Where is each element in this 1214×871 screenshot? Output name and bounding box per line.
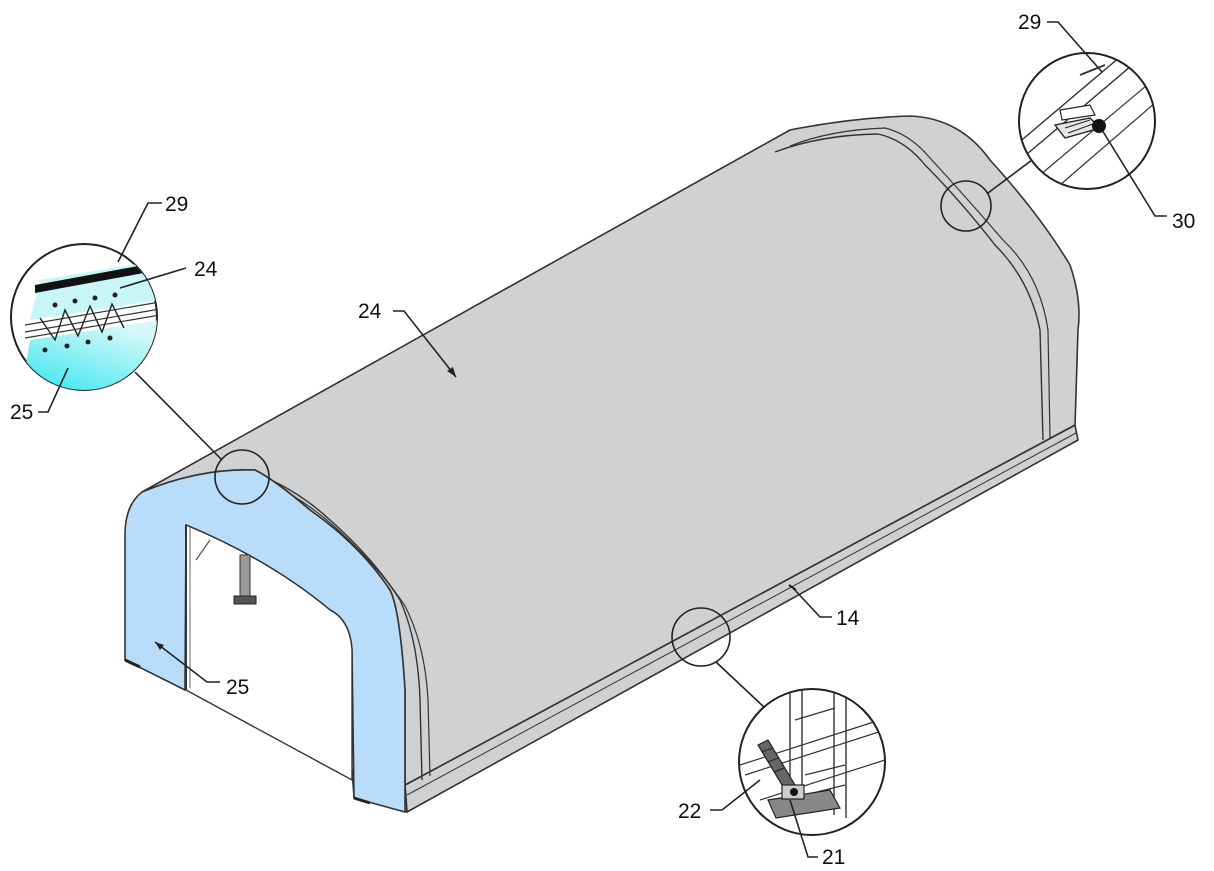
callout-21-bottom-detail: 21 bbox=[822, 846, 845, 869]
end-panel-foot-left bbox=[124, 658, 141, 669]
ratchet-detail-icon bbox=[738, 688, 886, 836]
callout-14-base-rail: 14 bbox=[836, 607, 860, 630]
end-panel-foot-right bbox=[353, 796, 371, 805]
end-panel-25-arrowhead bbox=[155, 642, 164, 650]
roof-24-arrowhead bbox=[447, 367, 456, 377]
callout-25-end-panel: 25 bbox=[226, 676, 249, 699]
callout-25-left-detail: 25 bbox=[10, 401, 33, 424]
marker-circle-top-right bbox=[940, 180, 992, 232]
leader-lines bbox=[38, 21, 1167, 858]
callout-30-top-right: 30 bbox=[1172, 210, 1195, 233]
callout-24-left-detail: 24 bbox=[194, 258, 218, 281]
callout-29-left-detail: 29 bbox=[165, 193, 188, 216]
base-rail-line bbox=[406, 432, 1077, 796]
tensioner-detail-icon bbox=[1018, 52, 1156, 190]
callout-29-top-right: 29 bbox=[1018, 11, 1041, 34]
shelter-body bbox=[124, 115, 1080, 813]
interior-post bbox=[239, 554, 251, 598]
callout-24-roof: 24 bbox=[358, 300, 382, 323]
canopy-far-edge bbox=[774, 133, 1044, 441]
interior-base-plate bbox=[233, 595, 257, 605]
connector-bottom bbox=[715, 661, 766, 709]
callout-22-bottom-detail: 22 bbox=[678, 800, 701, 823]
marker-circle-bottom bbox=[671, 607, 731, 667]
door-opening bbox=[185, 523, 353, 782]
lacing-detail-icon bbox=[10, 243, 158, 391]
connector-left bbox=[134, 371, 223, 461]
canopy-far-edge-inner bbox=[789, 127, 1051, 439]
connector-top-right bbox=[987, 159, 1033, 194]
door-strap bbox=[195, 539, 211, 561]
marker-circle-left bbox=[214, 449, 270, 505]
